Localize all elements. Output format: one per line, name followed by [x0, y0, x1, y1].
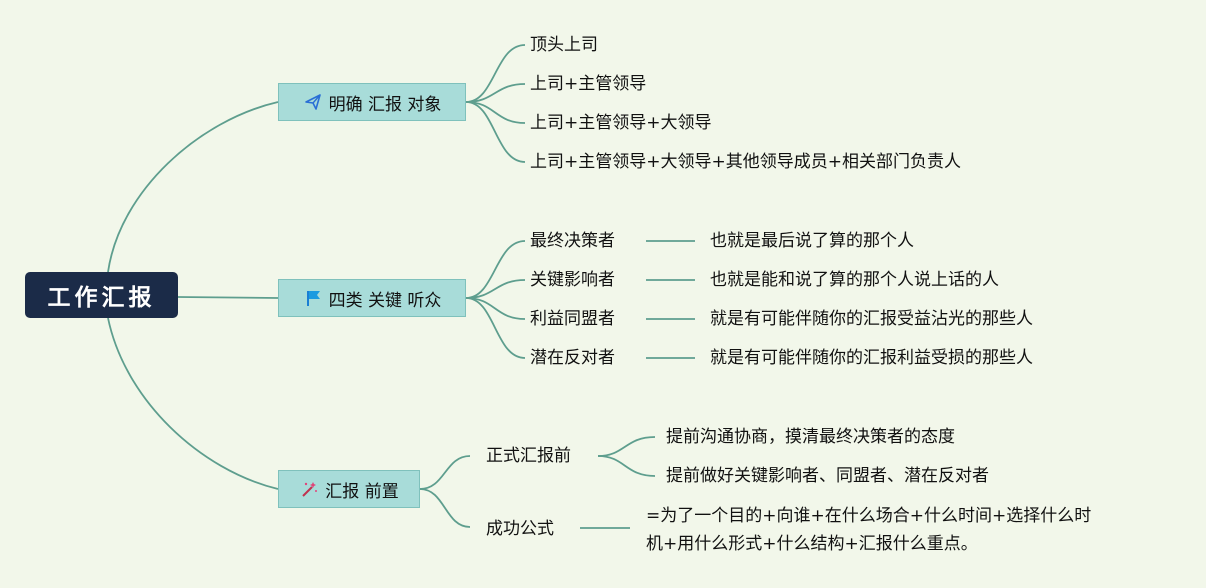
prework-subitem[interactable]: 提前做好关键影响者、同盟者、潜在反对者: [666, 466, 989, 486]
root-label: 工作汇报: [47, 285, 156, 311]
flag-icon: [303, 288, 323, 308]
formula-line[interactable]: =为了一个目的+向谁+在什么场合+什么时间+选择什么时: [646, 506, 1092, 526]
formula-line[interactable]: 机+用什么形式+什么结构+汇报什么重点。: [646, 534, 978, 554]
report-target-item[interactable]: 上司+主管领导+大领导: [530, 113, 712, 133]
audience-note[interactable]: 也就是能和说了算的那个人说上话的人: [710, 270, 999, 290]
audience-item[interactable]: 关键影响者: [530, 270, 615, 290]
prework-subitem[interactable]: 提前沟通协商，摸清最终决策者的态度: [666, 427, 955, 447]
audience-item[interactable]: 最终决策者: [530, 231, 615, 251]
report-target-item[interactable]: 上司+主管领导+大领导+其他领导成员+相关部门负责人: [530, 152, 961, 172]
prework-item[interactable]: 正式汇报前: [486, 446, 571, 466]
root-node[interactable]: 工作汇报: [25, 272, 178, 318]
branch-node-report-target[interactable]: 明确 汇报 对象: [278, 83, 466, 121]
audience-note[interactable]: 就是有可能伴随你的汇报受益沾光的那些人: [710, 309, 1033, 329]
audience-note[interactable]: 就是有可能伴随你的汇报利益受损的那些人: [710, 348, 1033, 368]
prework-item[interactable]: 成功公式: [486, 519, 554, 539]
audience-item[interactable]: 利益同盟者: [530, 309, 615, 329]
paper-plane-icon: [303, 92, 323, 112]
magic-wand-icon: [299, 479, 319, 499]
branch-node-prework[interactable]: 汇报 前置: [278, 470, 420, 508]
branch-node-key-audience[interactable]: 四类 关键 听众: [278, 279, 466, 317]
report-target-item[interactable]: 上司+主管领导: [530, 74, 647, 94]
branch-label: 汇报 前置: [325, 481, 399, 502]
audience-item[interactable]: 潜在反对者: [530, 348, 615, 368]
report-target-item[interactable]: 顶头上司: [530, 35, 598, 55]
audience-note[interactable]: 也就是最后说了算的那个人: [710, 231, 914, 251]
branch-label: 明确 汇报 对象: [328, 94, 442, 115]
branch-label: 四类 关键 听众: [328, 290, 442, 311]
